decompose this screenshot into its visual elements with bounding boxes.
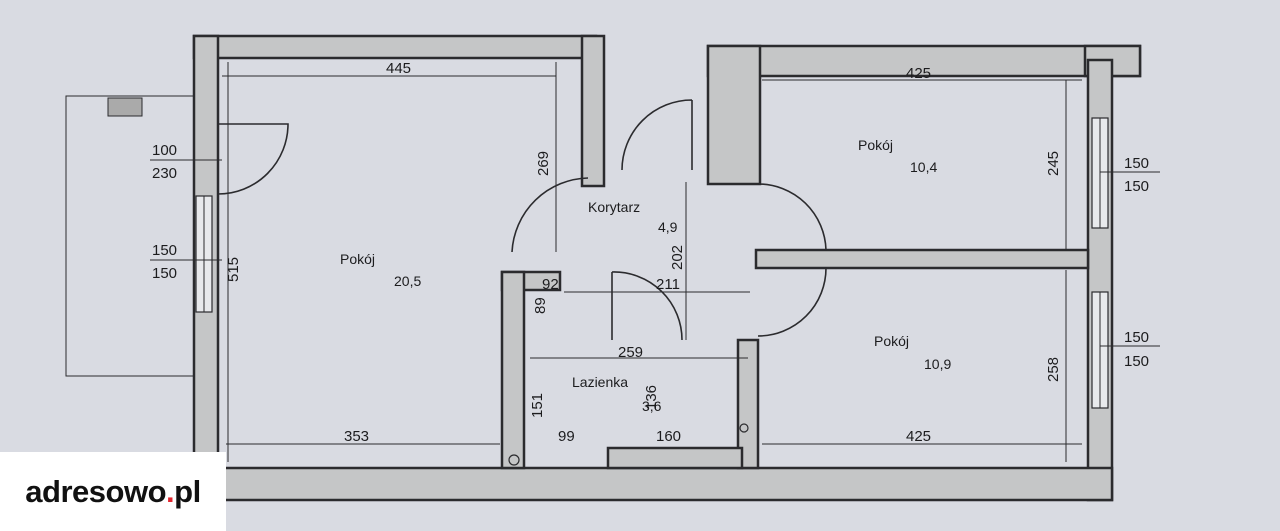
dim-right-bottom-height: 258 xyxy=(1045,357,1062,382)
room-name: Pokój xyxy=(874,333,909,349)
room-area: 20,5 xyxy=(394,273,421,289)
bathroom-fixtures xyxy=(508,423,749,466)
dim-window-right-top-a: 150 xyxy=(1124,155,1149,172)
dim-balcony-door-top: 100 xyxy=(152,142,177,159)
doors xyxy=(217,99,827,341)
dim-bottom-left-width: 353 xyxy=(344,428,369,445)
brand-name: adresowo xyxy=(25,473,167,509)
dim-window-right-bottom-b: 150 xyxy=(1124,353,1149,370)
room-korytarz: Korytarz 4,9 xyxy=(588,199,678,235)
dim-window-right-bottom-a: 150 xyxy=(1124,329,1149,346)
dim-closet-depth: 89 xyxy=(532,297,549,314)
room-name: Korytarz xyxy=(588,199,640,215)
dim-left-height: 515 xyxy=(225,257,242,282)
dim-window-left-top: 150 xyxy=(152,242,177,259)
dim-top-right-width: 425 xyxy=(906,65,931,82)
dim-right-top-height: 245 xyxy=(1045,151,1062,176)
dim-corridor-width: 211 xyxy=(656,276,680,293)
dim-bottom-right-width: 425 xyxy=(906,428,931,445)
room-name: Pokój xyxy=(858,137,893,153)
room-pokoj-top-right: Pokój 10,4 xyxy=(858,137,937,175)
outer-walls xyxy=(192,34,1142,502)
room-area: 3,6 xyxy=(642,398,662,414)
dim-window-left-bottom: 150 xyxy=(152,265,177,282)
dim-bath-width: 259 xyxy=(618,344,643,361)
room-name: Lazienka xyxy=(572,374,628,390)
dim-left-upper-height: 269 xyxy=(535,151,552,176)
dim-closet-width: 92 xyxy=(542,276,559,293)
room-area: 10,4 xyxy=(910,159,937,175)
dim-window-right-top-b: 150 xyxy=(1124,178,1149,195)
brand-dot: . xyxy=(166,473,175,509)
dim-bath-height: 136 xyxy=(643,385,660,410)
room-area: 4,9 xyxy=(658,219,678,235)
brand-suffix: pl xyxy=(174,473,201,509)
dim-bath-bottom-a: 99 xyxy=(558,428,575,445)
dimension-lines xyxy=(150,62,1160,462)
balcony xyxy=(65,95,194,377)
dimension-labels: 445 425 353 425 515 269 202 211 92 89 25… xyxy=(152,60,1149,445)
room-area: 10,9 xyxy=(924,356,951,372)
dim-corridor-height: 202 xyxy=(669,245,686,270)
windows xyxy=(195,117,1109,409)
room-pokoj-main: Pokój 20,5 xyxy=(340,251,421,289)
brand-logo: adresowo.pl xyxy=(0,452,226,531)
dim-balcony-door-bottom: 230 xyxy=(152,165,177,182)
room-name: Pokój xyxy=(340,251,375,267)
dim-bath-bottom-b: 160 xyxy=(656,428,681,445)
dim-bath-left-height: 151 xyxy=(529,393,546,418)
room-lazienka: Lazienka 3,6 xyxy=(572,374,662,414)
dim-top-left-width: 445 xyxy=(386,60,411,77)
room-pokoj-bottom-right: Pokój 10,9 xyxy=(874,333,951,372)
